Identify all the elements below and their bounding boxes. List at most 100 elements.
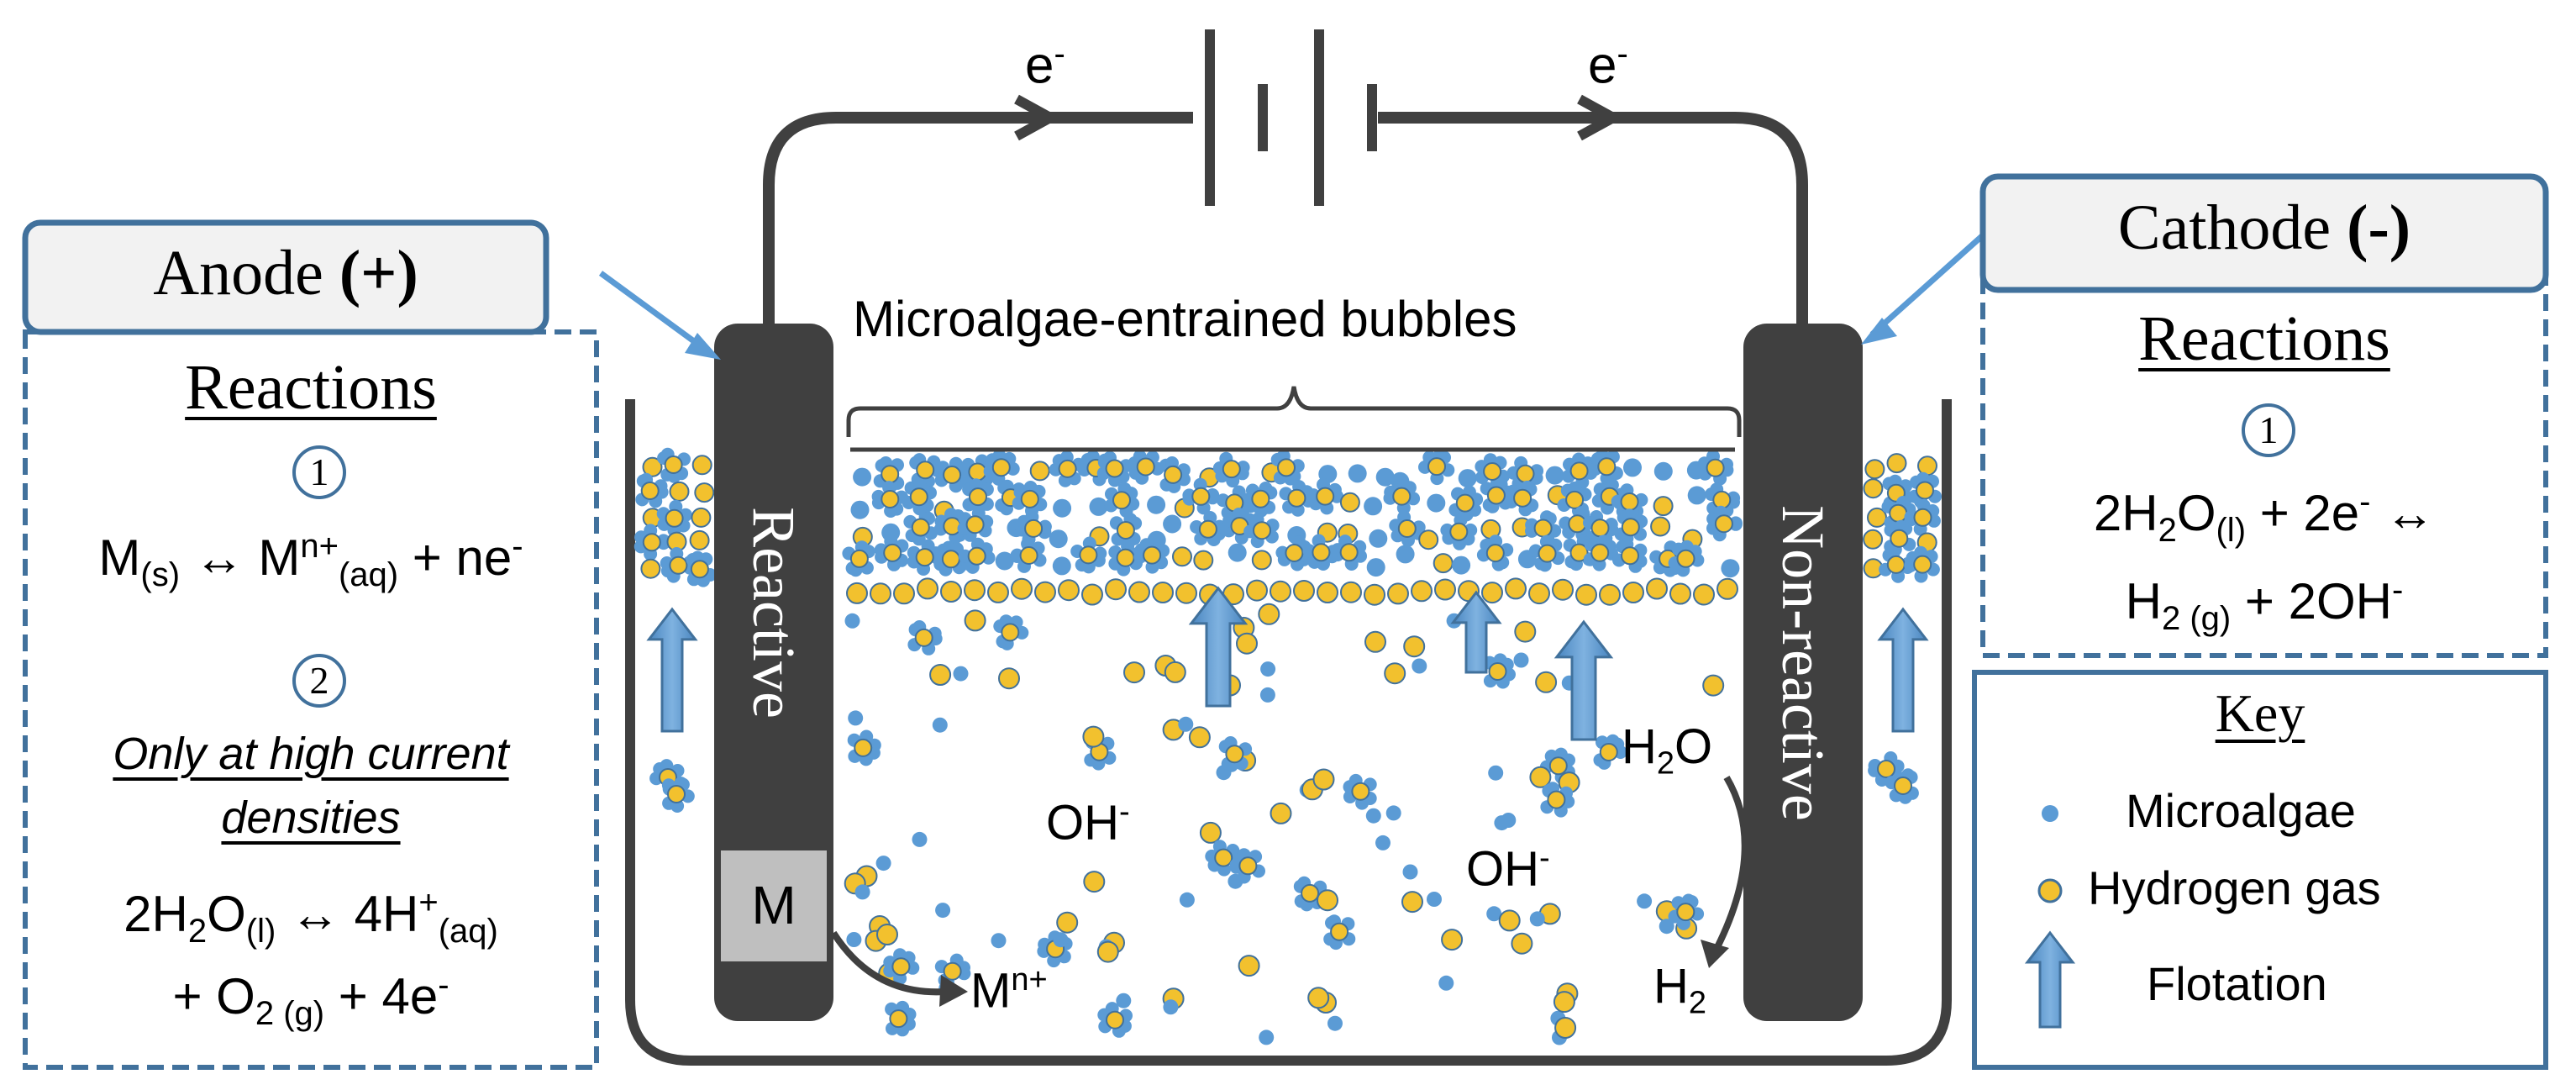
cathode-header (1979, 173, 2549, 293)
hydrogen-bubble (1569, 461, 1589, 481)
hydrogen-bubble (1620, 492, 1639, 511)
hydrogen-bubble (1486, 486, 1506, 505)
hydrogen-bubble (1188, 726, 1211, 749)
hydrogen-bubble (1164, 661, 1186, 683)
hydrogen-bubble (1096, 940, 1119, 963)
microalgae-cell (1339, 492, 1360, 513)
hydrogen-bubble (964, 609, 986, 632)
hydrogen-bubble (1020, 489, 1039, 508)
microalgae-cell (1438, 975, 1454, 991)
hydrogen-bubble (1622, 582, 1644, 603)
hydrogen-bubble (1083, 871, 1106, 893)
hydroxide-label-2: OH- (1466, 840, 1550, 897)
hydrogen-bubble (915, 548, 934, 567)
hydrogen-label: H2 (1653, 959, 1707, 1021)
microalgae-cell (1637, 893, 1653, 909)
microalgae-cell (1052, 556, 1071, 576)
microalgae-cell (1402, 864, 1418, 880)
flotation-arrow-icon (646, 607, 698, 733)
hydrogen-bubble (1011, 577, 1033, 600)
anode-header (22, 219, 549, 335)
hydrogen-bubble (1427, 457, 1446, 477)
anode-reaction2-line2: + O2 (g) + 4e- (172, 966, 449, 1032)
hydrogen-bubble (943, 961, 962, 981)
hydrogen-bubble (1191, 487, 1211, 506)
hydrogen-bubble (1214, 848, 1233, 867)
anode-electrode-label: Reactive (740, 507, 807, 719)
hydrogen-bubble (1339, 543, 1359, 562)
hydrogen-bubble (1238, 955, 1260, 977)
hydrogen-bubble (1676, 549, 1695, 568)
hydrogen-bubble (943, 466, 962, 484)
metal-block (721, 850, 827, 961)
hydrogen-bubble (1505, 577, 1527, 600)
hydrogen-bubble (1106, 1010, 1124, 1029)
anode-reaction1-number: 1 (309, 450, 329, 493)
hydrogen-bubble (1650, 516, 1671, 537)
anode-reaction1: M(s) ↔ Mn+(aq) + ne- (98, 528, 523, 593)
hydrogen-bubble (642, 533, 661, 552)
key-panel (1972, 670, 2548, 1070)
microalgae-cell (1259, 687, 1275, 703)
hydrogen-bubble (1863, 529, 1884, 550)
hydrogen-bubble (1455, 493, 1475, 513)
hydrogen-bubble (1646, 577, 1668, 600)
hydrogen-bubble (846, 582, 868, 604)
hydrogen-bubble (1340, 581, 1362, 603)
cathode-reaction1-circle (2242, 403, 2295, 457)
hydrogen-bubble (891, 957, 911, 977)
hydrogen-bubble (667, 785, 686, 803)
hydrogen-bubble (1001, 623, 1020, 642)
microalgae-cell (1327, 1015, 1343, 1031)
hydrogen-bubble (669, 556, 688, 575)
hydrogen-bubble (967, 546, 986, 566)
water-reduction-arrowhead-icon (1701, 940, 1729, 968)
hydrogen-bubble (1565, 490, 1585, 509)
hydrogen-bubble (1081, 583, 1103, 606)
hydrogen-bubble (1258, 603, 1280, 625)
bubbles-brace (846, 386, 1742, 437)
hydrogen-bubble (642, 456, 663, 477)
hydrogen-bubble (987, 581, 1009, 603)
hydrogen-bubble (917, 577, 938, 600)
hydrogen-bubble (914, 628, 933, 647)
hydrogen-bubble (916, 461, 935, 480)
anode-pointer (598, 271, 712, 355)
cathode-reactions-heading: Reactions (2138, 303, 2390, 374)
microalgae-cell (1486, 906, 1502, 922)
microalgae-cell (1375, 835, 1391, 850)
hydrogen-bubble (1143, 545, 1162, 565)
flotation-arrow-icon (1188, 586, 1249, 708)
microalgae-cell (1659, 919, 1674, 935)
hydrogen-bubble (1599, 743, 1618, 761)
cathode-title: Cathode (-) (2117, 192, 2411, 263)
hydrogen-bubble (1364, 583, 1385, 606)
hydrogen-bubble (1116, 548, 1135, 567)
flotation-arrow-icon (1877, 607, 1929, 733)
hydrogen-bubble (1449, 522, 1469, 541)
hydrogen-bubble (1105, 578, 1127, 601)
hydrogen-bubble (911, 518, 930, 537)
hydrogen-bubble (1293, 580, 1315, 602)
hydrogen-bubble (1123, 661, 1145, 684)
hydrogen-bubble (1058, 459, 1077, 478)
hydrogen-bubble (1498, 909, 1521, 932)
microalgae-cell (1193, 550, 1214, 571)
hydrogen-bubble (1511, 932, 1533, 955)
hydrogen-bubble (849, 549, 869, 568)
hydrogen-bubble (889, 1009, 908, 1029)
hydrogen-bubble (1285, 544, 1304, 562)
hydrogen-bubble (1569, 543, 1589, 562)
microalgae-cell (1365, 808, 1381, 824)
hydrogen-bubble (1621, 518, 1640, 537)
hydrogen-bubble (690, 560, 709, 579)
microalgae-cell (1418, 529, 1439, 550)
hydrogen-bubble (940, 581, 962, 603)
anode-title: Anode (+) (153, 238, 418, 308)
hydrogen-bubble (1513, 488, 1532, 508)
electron-arrow-left-icon (1014, 94, 1061, 141)
hydrogen-bubble (1330, 922, 1349, 941)
hydrogen-bubble (1535, 671, 1558, 693)
anode-reaction2-circle (292, 654, 346, 708)
